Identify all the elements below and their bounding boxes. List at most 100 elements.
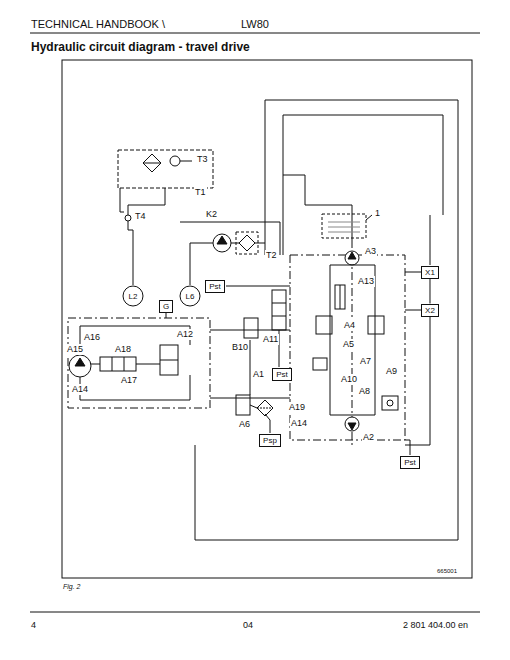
port-name: X2 [425,306,435,315]
callout: A1 [252,369,265,380]
k2-cooler [239,235,255,251]
callout: T3 [196,154,209,165]
main-wires [226,286,290,287]
circle-outline [123,286,143,306]
control-valves [272,316,286,317]
port-box: X2 [421,304,439,317]
page-rules [30,612,480,613]
filter-box-1 [366,215,372,220]
control-valves [257,400,273,416]
pump-unit [330,265,375,266]
circle-outline [180,286,200,306]
pump-unit [382,396,398,410]
callout: A17 [120,375,138,386]
filter-box-1 [328,232,360,233]
pump-unit [340,285,341,309]
figure-caption: Fig. 2 [62,582,82,592]
k2-cooler [231,243,239,244]
header-text: TECHNICAL HANDBOOK \ [30,18,166,31]
control-valves [236,290,286,416]
control-valves [250,405,257,408]
main-wires [430,215,431,265]
pump-unit [313,358,327,370]
callout: A14 [71,384,89,395]
travel-motor-unit [69,355,91,377]
travel-motor-unit [112,357,113,371]
k2-cooler [180,222,280,285]
callout: A11 [262,334,279,345]
callout: T4 [134,211,147,222]
port-box: Pst [205,280,225,293]
callout: A18 [114,344,132,355]
page-rules [30,33,480,34]
cooler-circuit [143,163,161,164]
port-name: Psp [263,436,277,445]
port-name: L6 [186,292,195,301]
control-valves [272,290,286,330]
main-wires [265,414,270,433]
callout: A2 [362,432,375,443]
filter-box-1 [322,214,366,238]
main-wires [283,115,443,255]
port-box: Pst [272,368,292,381]
drawing-number: 665001 [436,567,458,575]
cooler-circuit [180,161,192,162]
port-name: X1 [425,268,435,277]
callout: A4 [343,320,356,331]
pump-unit [335,285,345,309]
cooler-circuit [143,154,161,172]
pump-unit [330,415,375,416]
travel-motor-unit [68,318,210,408]
callout: A16 [83,332,101,343]
pump-unit [348,252,356,259]
pump-unit [290,255,405,440]
callout: A15 [66,344,84,355]
port-circle: L6 [179,285,201,307]
filter-box-1 [328,222,360,223]
callout: A5 [342,339,355,350]
diagram-title: Hydraulic circuit diagram - travel drive [30,40,251,54]
travel-motor-unit [80,375,190,400]
port-name: Pst [209,282,221,291]
k2-cooler [217,236,227,244]
port-name: Pst [276,370,288,379]
control-valves [257,408,273,409]
main-wires [405,440,410,455]
port-box: X1 [421,266,439,279]
pump-unit [345,417,359,431]
port-name: G [163,302,169,311]
callout: B10 [231,342,249,353]
page-rules [30,33,480,612]
travel-motor-unit [136,364,160,365]
figure-frame [62,60,472,578]
k2-cooler [236,232,258,254]
main-wires [330,265,331,415]
port-box: Pst [400,456,420,469]
main-wires [195,100,458,540]
pump-unit [368,316,384,334]
travel-motor-unit [91,364,100,365]
cooler-circuit [120,188,124,212]
callout: T1 [194,187,207,198]
control-valves [272,303,286,304]
cooler-circuit [170,156,180,166]
main-wires [375,265,376,415]
main-wires [166,313,167,318]
main-wires [283,175,352,240]
model-name: LW80 [240,18,270,31]
travel-motor-unit [80,326,190,345]
filter-box-1 [322,214,372,238]
travel-motor-unit [160,345,178,375]
k2-cooler [255,243,265,244]
pump-unit [345,251,359,265]
port-circle: L2 [122,285,144,307]
k2-cooler [213,234,231,252]
callout: A6 [238,419,251,430]
hydraulic-line [429,279,430,304]
callout: A7 [359,356,372,367]
control-valves [236,395,250,415]
callout: 1 [374,208,381,219]
travel-motor-unit [68,318,210,408]
callout: A12 [176,329,194,340]
